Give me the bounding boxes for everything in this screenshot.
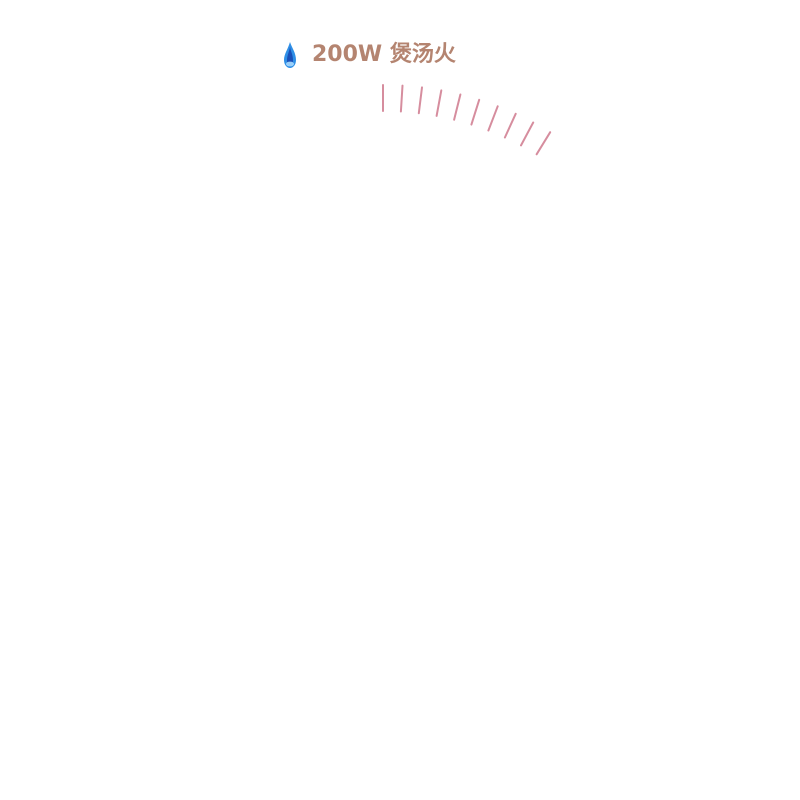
power-mode-label: 200W 煲汤火 bbox=[282, 38, 456, 72]
power-mode-text: 200W 煲汤火 bbox=[312, 42, 456, 67]
power-level-tick bbox=[487, 105, 499, 132]
power-level-tick bbox=[470, 98, 481, 126]
power-level-tick bbox=[435, 89, 443, 117]
power-level-tick bbox=[535, 131, 552, 156]
flame-icon bbox=[284, 42, 296, 68]
power-level-tick bbox=[417, 86, 423, 115]
power-level-tick bbox=[520, 121, 535, 147]
power-level-tick bbox=[503, 112, 517, 139]
power-level-tick bbox=[453, 93, 462, 121]
power-level-tick bbox=[399, 84, 404, 113]
